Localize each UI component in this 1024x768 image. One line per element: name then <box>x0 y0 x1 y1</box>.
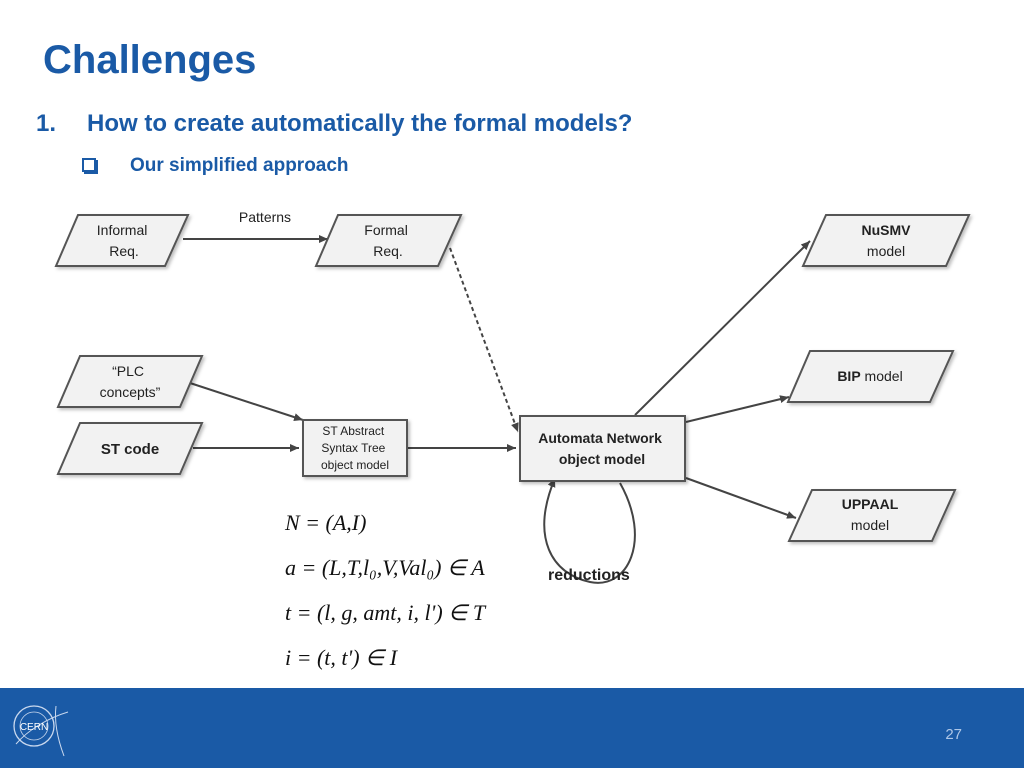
reductions-loop-arrow <box>543 477 636 584</box>
automata-to-nusmv-arrow <box>634 240 811 416</box>
automata-to-bip-arrow <box>685 395 790 423</box>
svg-text:Automata Network object: Automata Network object model <box>538 430 666 467</box>
svg-text:UPPAAL: UPPAAL <box>842 496 899 512</box>
formulas: N = (A,I) a = (L,T,l₀,V,Val₀) ∈ A t = (l… <box>284 510 487 670</box>
svg-text:“PLC concepts”: “PLC concepts” <box>100 363 161 400</box>
automata-network-node: Automata Network object model <box>519 415 686 482</box>
bip-model-node: BIP model <box>786 350 955 403</box>
svg-text:BIP model: BIP model <box>837 368 902 384</box>
checkbox-bullet-icon <box>82 158 96 172</box>
st-code-node: ST code <box>56 422 204 475</box>
svg-text:CERN: CERN <box>20 722 48 733</box>
formula-automaton: a = (L,T,l₀,V,Val₀) ∈ A <box>285 555 485 580</box>
plc-concepts-node: “PLC concepts” <box>56 355 204 408</box>
list-number: 1. <box>36 110 57 137</box>
automata-to-uppaal-arrow <box>685 477 797 519</box>
approach-diagram: Informal Req. Patterns Formal Req. “PLC … <box>54 209 971 670</box>
heading: 1. How to create automatically the formal… <box>36 110 632 138</box>
st-ast-node: ST Abstract Syntax Tree object model <box>302 419 408 477</box>
svg-text:model: model <box>851 517 889 533</box>
formula-transition: t = (l, g, amt, i, l') ∈ T <box>285 600 487 625</box>
plc-to-ast-arrow <box>189 382 304 422</box>
footer-bar: CERN 27 <box>0 688 1024 768</box>
informal-req-node: Informal Req. <box>54 214 190 267</box>
page-number: 27 <box>945 726 962 743</box>
slide-title: Challenges <box>43 38 257 82</box>
formal-to-automata-arrow <box>449 247 519 433</box>
patterns-label: Patterns <box>239 209 291 225</box>
svg-text:Formal Req.: Formal Req. <box>364 222 411 259</box>
heading-text: How to create automatically the formal m… <box>87 110 633 137</box>
svg-text:Informal Req.: Informal Req. <box>97 222 151 259</box>
svg-text:model: model <box>867 243 905 259</box>
svg-text:ST Abstract Syntax Tree: ST Abstract Syntax Tree object model <box>321 424 389 472</box>
subheading-text: Our simplified approach <box>130 155 349 176</box>
formal-req-node: Formal Req. <box>314 214 463 267</box>
subheading: Our simplified approach <box>82 155 349 177</box>
formula-network: N = (A,I) <box>284 510 366 535</box>
nusmv-model-node: NuSMV model <box>801 214 971 267</box>
uppaal-model-node: UPPAAL model <box>787 489 957 542</box>
cern-logo: CERN <box>13 705 69 757</box>
formula-interaction: i = (t, t') ∈ I <box>285 645 399 670</box>
svg-text:NuSMV: NuSMV <box>862 222 912 238</box>
arrows <box>183 235 811 584</box>
reductions-label: reductions <box>548 567 630 584</box>
svg-text:ST code: ST code <box>101 441 159 458</box>
